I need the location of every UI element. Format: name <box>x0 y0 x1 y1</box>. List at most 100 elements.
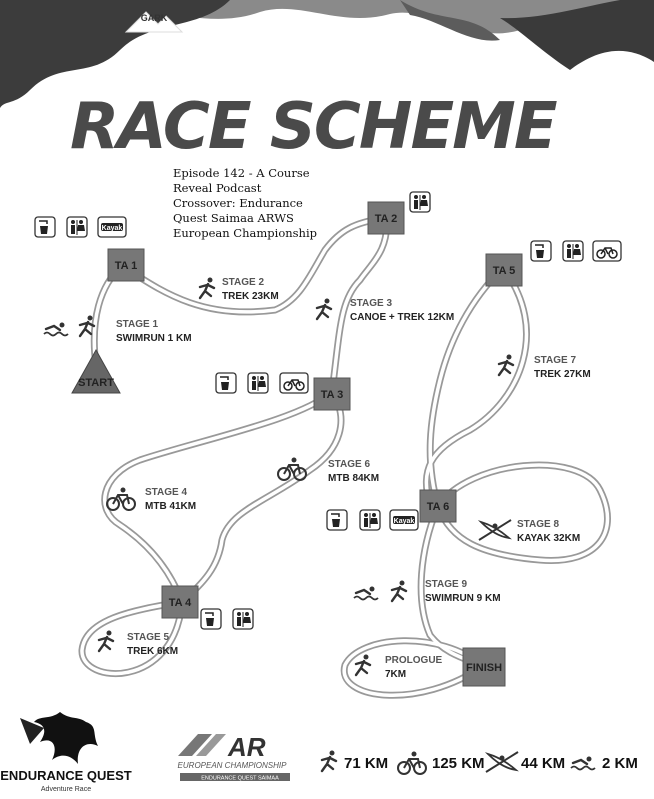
swim-icon <box>352 585 380 601</box>
ar-sub2: ENDURANCE QUEST SAIMAA <box>201 776 279 782</box>
water-icon <box>530 240 552 262</box>
svg-text:PROLOGUE: PROLOGUE <box>385 655 443 666</box>
toilet-icon <box>409 191 431 213</box>
toilet-icon <box>247 372 269 394</box>
stage-1: STAGE 1 SWIMRUN 1 KM <box>42 314 192 344</box>
run-icon <box>497 353 515 377</box>
stage-prologue: PROLOGUE 7KM <box>354 653 443 680</box>
kayak-icon <box>478 519 512 541</box>
eq-sub: Adventure Race <box>41 786 91 793</box>
svg-text:SWIMRUN 1 KM: SWIMRUN 1 KM <box>116 333 192 344</box>
ta6-facilities: Kayak <box>326 509 419 531</box>
bike-box-icon <box>592 240 622 262</box>
water-icon <box>34 216 56 238</box>
stage-9: STAGE 9 SWIMRUN 9 KM <box>352 579 501 604</box>
page-title: RACE SCHEME <box>70 90 557 164</box>
toilet-icon <box>232 608 254 630</box>
svg-text:STAGE 1: STAGE 1 <box>116 319 158 330</box>
svg-text:7KM: 7KM <box>385 669 406 680</box>
toilet-icon <box>66 216 88 238</box>
kayak-box-label: Kayak <box>394 518 415 525</box>
svg-text:MTB 41KM: MTB 41KM <box>145 501 196 512</box>
svg-text:STAGE 4: STAGE 4 <box>145 487 187 498</box>
episode-caption: Episode 142 - A Course Reveal Podcast Cr… <box>173 166 317 240</box>
svg-text:STAGE 9: STAGE 9 <box>425 579 467 590</box>
svg-text:STAGE 3: STAGE 3 <box>350 298 392 309</box>
node-start: START <box>71 348 121 394</box>
stage-8: STAGE 8 KAYAK 32KM <box>478 519 580 544</box>
trek-icon <box>320 749 338 773</box>
svg-text:TA 6: TA 6 <box>427 501 450 513</box>
kayak-box-label: Kayak <box>102 225 123 232</box>
bike-box-icon <box>279 372 309 394</box>
run-icon <box>354 653 372 677</box>
route-paths <box>78 214 611 699</box>
node-ta4: TA 4 <box>161 585 199 619</box>
ta5-facilities <box>530 240 622 262</box>
svg-text:TREK 27KM: TREK 27KM <box>534 369 591 380</box>
eq-name: ENDURANCE QUEST <box>0 768 132 783</box>
ar-european-logo: AR EUROPEAN CHAMPIONSHIP ENDURANCE QUEST… <box>178 732 290 782</box>
distance-summary: 71 KM 125 KM 44 KM 2 KM <box>320 749 638 775</box>
bike-icon <box>106 486 136 511</box>
svg-text:CANOE + TREK 12KM: CANOE + TREK 12KM <box>350 312 454 323</box>
svg-text:STAGE 6: STAGE 6 <box>328 459 370 470</box>
ta1-facilities: Kayak <box>34 216 127 238</box>
svg-text:TA 3: TA 3 <box>321 389 344 401</box>
bike-icon <box>397 750 427 775</box>
run-icon <box>390 579 408 603</box>
svg-text:SWIMRUN 9 KM: SWIMRUN 9 KM <box>425 593 501 604</box>
svg-text:STAGE 5: STAGE 5 <box>127 632 169 643</box>
swim-icon <box>42 321 70 337</box>
ta2-facilities <box>409 191 431 213</box>
stage-2: STAGE 2 TREK 23KM <box>198 276 279 302</box>
summary-swim: 2 KM <box>602 755 638 772</box>
toilet-icon <box>359 509 381 531</box>
stage-3: STAGE 3 CANOE + TREK 12KM <box>315 297 454 323</box>
water-icon <box>200 608 222 630</box>
stage-4: STAGE 4 MTB 41KM <box>106 486 196 512</box>
svg-text:MTB 84KM: MTB 84KM <box>328 473 379 484</box>
node-ta2: TA 2 <box>367 201 405 235</box>
gark-logo: GARK <box>124 11 184 33</box>
svg-text:TREK 23KM: TREK 23KM <box>222 291 279 302</box>
summary-kayak: 44 KM <box>521 755 565 772</box>
stage-7: STAGE 7 TREK 27KM <box>497 353 591 380</box>
node-ta5: TA 5 <box>485 253 523 287</box>
svg-text:KAYAK 32KM: KAYAK 32KM <box>517 533 580 544</box>
run-icon <box>198 276 216 300</box>
svg-text:START: START <box>78 377 114 389</box>
node-ta3: TA 3 <box>313 377 351 411</box>
svg-text:TA 1: TA 1 <box>115 260 138 272</box>
node-ta6: TA 6 <box>419 489 457 523</box>
stage-5: STAGE 5 TREK 6KM <box>97 629 178 657</box>
stage-6: STAGE 6 MTB 84KM <box>277 456 379 484</box>
ar-sub: EUROPEAN CHAMPIONSHIP <box>178 761 288 770</box>
svg-text:TA 4: TA 4 <box>169 597 192 609</box>
svg-text:TA 5: TA 5 <box>493 265 516 277</box>
svg-text:STAGE 8: STAGE 8 <box>517 519 559 530</box>
svg-text:STAGE 2: STAGE 2 <box>222 277 264 288</box>
summary-trek: 71 KM <box>344 755 388 772</box>
node-ta1: TA 1 <box>107 248 145 282</box>
ar-logo-text: AR <box>227 732 266 762</box>
svg-text:TREK 6KM: TREK 6KM <box>127 646 178 657</box>
water-icon <box>215 372 237 394</box>
top-banner <box>0 0 654 108</box>
gark-logo-text: GARK <box>141 13 168 23</box>
swim-icon <box>569 755 597 771</box>
ta3-facilities <box>215 372 309 394</box>
toilet-icon <box>562 240 584 262</box>
endurance-quest-logo: ENDURANCE QUEST Adventure Race <box>0 712 132 793</box>
run-icon <box>97 629 115 653</box>
ta4-facilities <box>200 608 254 630</box>
water-icon <box>326 509 348 531</box>
svg-text:FINISH: FINISH <box>466 662 502 674</box>
kayak-icon <box>485 751 519 773</box>
run-icon <box>315 297 333 321</box>
svg-text:TA 2: TA 2 <box>375 213 398 225</box>
node-finish: FINISH <box>462 647 506 687</box>
summary-bike: 125 KM <box>432 755 485 772</box>
